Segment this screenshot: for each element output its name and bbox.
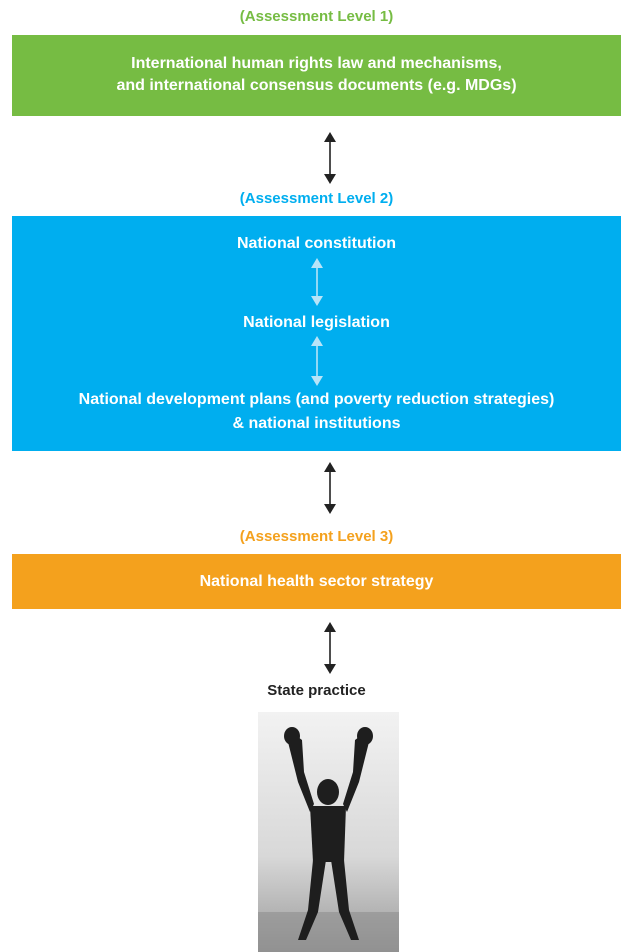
- person-arms-raised-silhouette-image: [258, 712, 399, 952]
- national-development-plans-line-1: National development plans (and poverty …: [78, 391, 555, 408]
- assessment-level-2-label: (Assessment Level 2): [239, 190, 394, 207]
- level-1-line-1: International human rights law and mecha…: [131, 55, 502, 72]
- double-arrow-light-icon: [311, 336, 323, 386]
- level-3-box: National health sector strategy: [12, 554, 621, 609]
- double-arrow-icon: [324, 462, 336, 514]
- national-legislation: National legislation: [243, 314, 390, 331]
- double-arrow-icon: [324, 622, 336, 674]
- double-arrow-icon: [324, 132, 336, 184]
- level-1-line-2: and international consensus documents (e…: [116, 77, 517, 94]
- state-practice-label: State practice: [267, 682, 366, 699]
- national-constitution: National constitution: [236, 235, 397, 252]
- assessment-level-1-label: (Assessment Level 1): [239, 8, 394, 25]
- double-arrow-light-icon: [311, 258, 323, 306]
- level-1-box: International human rights law and mecha…: [12, 35, 621, 116]
- national-development-plans-line-2: & national institutions: [232, 415, 401, 432]
- assessment-level-3-label: (Assessment Level 3): [239, 528, 394, 545]
- national-health-sector-strategy: National health sector strategy: [199, 573, 434, 590]
- level-2-box: National constitution National legislati…: [12, 216, 621, 451]
